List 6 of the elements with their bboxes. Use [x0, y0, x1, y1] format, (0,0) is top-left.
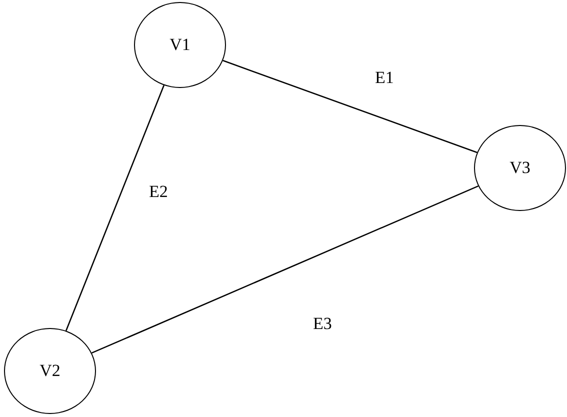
vertex-label: V2: [40, 361, 60, 381]
edge-line: [222, 60, 478, 154]
edge-line: [92, 185, 478, 354]
vertex-label: V1: [170, 35, 190, 55]
edge-line: [65, 85, 165, 331]
vertex-label: V3: [510, 158, 530, 178]
